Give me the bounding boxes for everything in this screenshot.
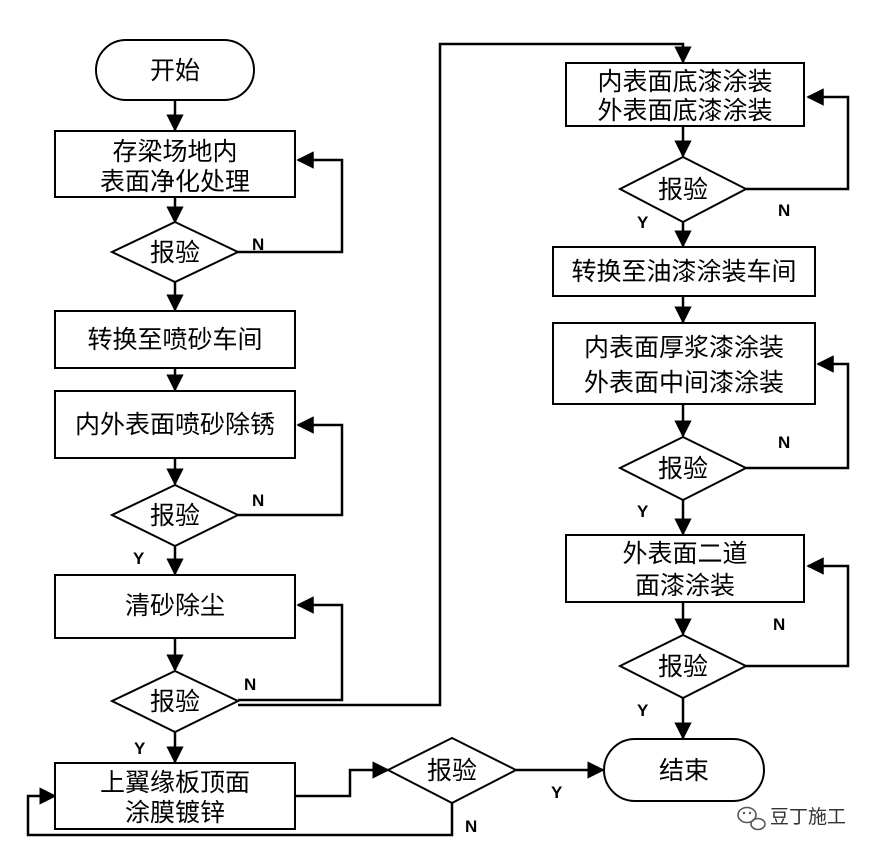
label-y-inspect-6: Y — [637, 701, 649, 720]
node-start: 开始 — [95, 39, 255, 101]
node-primer-coating: 内表面底漆涂装 外表面底漆涂装 — [565, 62, 805, 127]
node-inspect-3: 报验 — [109, 669, 241, 734]
label-y-inspect-2: Y — [133, 549, 145, 568]
label-y-inspect-5: Y — [637, 502, 649, 521]
chat-bubble-icon — [737, 806, 766, 831]
node-surface-cleaning: 存梁场地内 表面净化处理 — [54, 130, 296, 198]
inspect-2-label: 报验 — [150, 501, 200, 530]
intermediate-coating-line1: 内表面厚浆漆涂装 — [584, 333, 784, 362]
dust-removal-label: 清砂除尘 — [125, 591, 225, 620]
inspect-3-label: 报验 — [150, 687, 200, 716]
connectors — [26, 42, 850, 837]
primer-coating-line2: 外表面底漆涂装 — [597, 96, 772, 125]
node-inspect-1: 报验 — [109, 220, 241, 284]
zinc-coating-line1: 上翼缘板顶面 — [100, 768, 250, 797]
label-y-inspect-zinc: Y — [551, 783, 563, 802]
branch-labels: N N Y N Y N Y N Y N Y N Y — [133, 201, 790, 836]
node-inspect-zinc: 报验 — [385, 736, 519, 805]
node-inspect-6: 报验 — [617, 633, 749, 700]
transfer-blasting-label: 转换至喷砂车间 — [87, 325, 262, 354]
end-label: 结束 — [659, 756, 709, 785]
label-n-inspect-zinc: N — [465, 817, 477, 836]
inspect-6-label: 报验 — [658, 652, 708, 681]
inspect-zinc-label: 报验 — [427, 756, 477, 785]
label-n-inspect-1: N — [252, 235, 264, 254]
node-inspect-4: 报验 — [617, 155, 749, 224]
node-transfer-painting: 转换至油漆涂装车间 — [552, 246, 816, 297]
node-zinc-coating: 上翼缘板顶面 涂膜镀锌 — [54, 762, 296, 830]
transfer-painting-label: 转换至油漆涂装车间 — [571, 257, 796, 286]
sandblasting-label: 内外表面喷砂除锈 — [75, 410, 275, 439]
surface-cleaning-line1: 存梁场地内 — [112, 137, 237, 166]
surface-cleaning-line2: 表面净化处理 — [100, 167, 250, 196]
node-inspect-2: 报验 — [109, 483, 241, 548]
node-sandblasting: 内外表面喷砂除锈 — [54, 390, 296, 459]
node-inspect-5: 报验 — [617, 435, 749, 502]
topcoat-line2: 面漆涂装 — [635, 571, 735, 600]
topcoat-line1: 外表面二道 — [622, 539, 747, 568]
primer-coating-line1: 内表面底漆涂装 — [597, 67, 772, 96]
inspect-4-label: 报验 — [658, 175, 708, 204]
watermark: 豆丁施工 — [737, 806, 846, 831]
node-topcoat: 外表面二道 面漆涂装 — [565, 534, 805, 603]
watermark-text: 豆丁施工 — [770, 806, 846, 828]
label-n-inspect-3: N — [244, 675, 256, 694]
node-end: 结束 — [603, 738, 765, 802]
label-n-inspect-6: N — [773, 615, 785, 634]
node-dust-removal: 清砂除尘 — [54, 574, 296, 639]
label-y-inspect-4: Y — [637, 213, 649, 232]
inspect-1-label: 报验 — [150, 238, 200, 267]
label-n-inspect-4: N — [778, 201, 790, 220]
label-n-inspect-2: N — [252, 491, 264, 510]
label-n-inspect-5: N — [778, 433, 790, 452]
start-label: 开始 — [150, 56, 200, 85]
label-y-inspect-3: Y — [134, 739, 146, 758]
node-transfer-blasting: 转换至喷砂车间 — [54, 310, 296, 369]
zinc-coating-line2: 涂膜镀锌 — [125, 798, 225, 827]
inspect-5-label: 报验 — [658, 454, 708, 483]
intermediate-coating-line2: 外表面中间漆涂装 — [584, 368, 784, 397]
node-intermediate-coating: 内表面厚浆漆涂装 外表面中间漆涂装 — [552, 322, 816, 405]
